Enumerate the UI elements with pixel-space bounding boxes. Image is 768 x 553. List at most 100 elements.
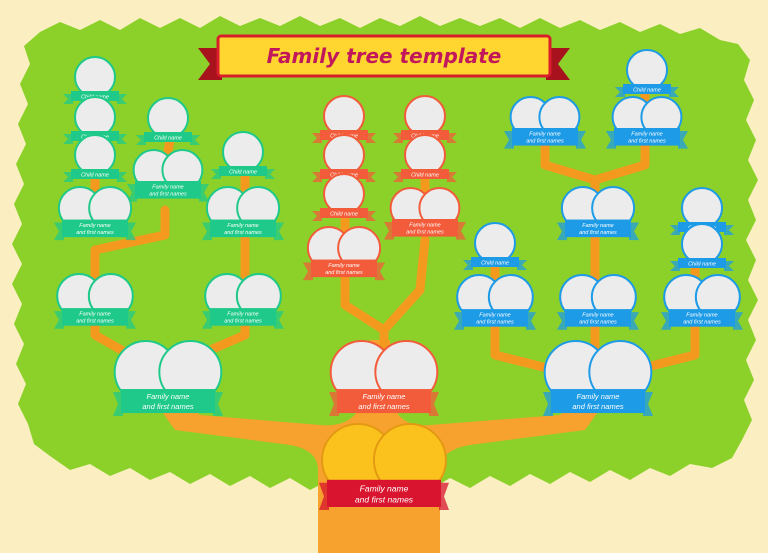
ribbon-band: [135, 181, 201, 199]
ribbon-band: [401, 169, 449, 179]
ribbon-tail-right: [199, 184, 209, 202]
ribbon-band: [462, 309, 528, 327]
ribbon-tail-left: [393, 172, 403, 182]
family-name-label: Family name: [577, 392, 620, 401]
ribbon: [113, 389, 223, 417]
ribbon: [211, 166, 275, 179]
ribbon-tail-left: [606, 131, 616, 149]
ribbon-tail-left: [454, 312, 464, 330]
child-node: Child name: [312, 173, 376, 221]
family-name-label: Family name: [686, 313, 717, 319]
ribbon-band: [623, 84, 671, 94]
ribbon-tail-left: [54, 222, 64, 241]
child-name-label: Child name: [688, 262, 716, 268]
ribbon: [670, 258, 734, 271]
ribbon-band: [669, 309, 735, 327]
first-names-label: and first names: [224, 319, 262, 325]
family-name-label: Family name: [79, 312, 110, 318]
ribbon-tail-right: [576, 131, 586, 149]
family-name-label: Family name: [529, 131, 560, 137]
first-names-label: and first names: [526, 139, 564, 145]
ribbon-tail-right: [669, 87, 679, 97]
family-name-label: Family name: [328, 263, 359, 269]
child-name-label: Child name: [154, 136, 182, 142]
first-names-label: and first names: [572, 402, 624, 411]
ribbon-tail-left: [557, 222, 567, 241]
ribbon-tail-left: [557, 312, 567, 330]
ribbon: [127, 181, 209, 202]
ribbon-tail-right: [724, 261, 734, 271]
first-names-label: and first names: [325, 270, 363, 276]
child-node: Child name: [393, 134, 457, 182]
ribbon-tail-right: [643, 392, 653, 417]
ribbon: [543, 389, 653, 417]
first-names-label: and first names: [683, 320, 721, 326]
ribbon-band: [121, 389, 215, 414]
ribbon-tail-right: [375, 262, 385, 281]
ribbon-tail-left: [63, 94, 73, 104]
first-names-label: and first names: [628, 139, 666, 145]
ribbon-tail-left: [329, 392, 339, 417]
ribbon-band: [337, 389, 431, 414]
ribbon-band: [311, 259, 377, 278]
ribbon-tail-left: [670, 261, 680, 271]
ribbon-tail-left: [670, 225, 680, 235]
ribbon-tail-left: [661, 312, 671, 330]
ribbon-tail-left: [136, 135, 146, 145]
ribbon: [606, 128, 688, 149]
family-name-label: Family name: [363, 392, 406, 401]
child-name-label: Child name: [330, 212, 358, 218]
ribbon-band: [320, 208, 368, 218]
ribbon-tail-right: [265, 169, 275, 179]
family-name-label: Family name: [147, 392, 190, 401]
ribbon-band: [210, 219, 276, 238]
child-name-label: Child name: [481, 261, 509, 267]
family-name-label: Family name: [409, 222, 440, 228]
ribbon-tail-right: [213, 392, 223, 417]
ribbon-tail-left: [202, 222, 212, 241]
ribbon: [202, 308, 284, 329]
family-name-label: Family name: [479, 313, 510, 319]
ribbon-tail-left: [113, 392, 123, 417]
ribbon-tail-right: [126, 222, 136, 241]
ribbon-tail-right: [126, 311, 136, 329]
ribbon-tail-right: [733, 312, 743, 330]
ribbon-tail-right: [439, 482, 449, 510]
family-name-label: Family name: [631, 131, 662, 137]
ribbon-tail-left: [312, 211, 322, 221]
ribbon-tail-left: [63, 134, 73, 144]
ribbon: [54, 219, 136, 241]
first-names-label: and first names: [224, 230, 262, 236]
ribbon-tail-left: [384, 222, 394, 240]
ribbon-tail-left: [312, 133, 322, 143]
child-node: Child name: [63, 134, 127, 182]
ribbon: [504, 128, 586, 149]
ribbon: [393, 169, 457, 182]
title-banner: Family tree template: [198, 34, 570, 80]
ribbon-band: [210, 308, 276, 326]
child-name-label: Child name: [633, 88, 661, 94]
ribbon-tail-left: [54, 311, 64, 329]
ribbon-tail-right: [724, 225, 734, 235]
first-names-label: and first names: [142, 402, 194, 411]
ribbon-band: [71, 169, 119, 179]
ribbon-tail-right: [117, 172, 127, 182]
child-node: Child name: [615, 49, 679, 97]
ribbon-band: [614, 128, 680, 146]
first-names-label: and first names: [76, 230, 114, 236]
child-node: Child name: [670, 223, 734, 271]
ribbon: [557, 219, 639, 241]
ribbon-tail-right: [526, 312, 536, 330]
